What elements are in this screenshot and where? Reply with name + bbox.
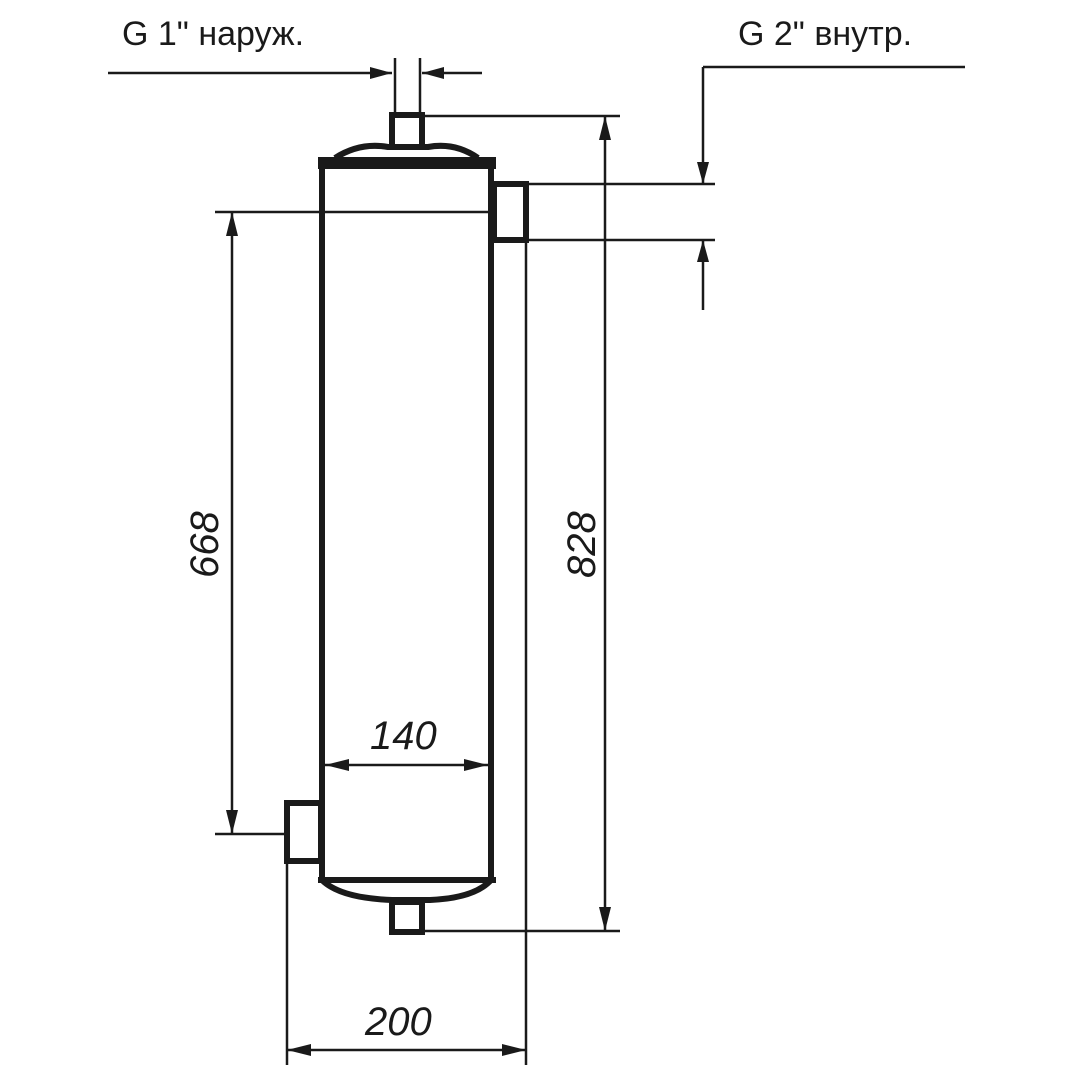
side-nipple-lower (284, 800, 324, 864)
side-nipple-upper (491, 181, 529, 243)
top-nipple (389, 112, 425, 150)
thread-side-label: G 2" внутр. (738, 15, 912, 53)
tank-body (319, 165, 494, 880)
bottom-cap (318, 877, 496, 935)
bottom-nipple (389, 899, 425, 935)
dimension-828 (422, 114, 620, 933)
dimension-828-label: 828 (560, 511, 604, 578)
leader-top-thread (108, 58, 482, 115)
thread-top-label: G 1" наруж. (122, 15, 304, 53)
leader-side-thread (528, 65, 965, 310)
dimension-200 (285, 240, 528, 1065)
dimension-668-label: 668 (183, 511, 227, 578)
dimension-140-label: 140 (370, 714, 437, 758)
dimension-140 (325, 759, 488, 771)
dimension-200-label: 200 (364, 1000, 432, 1044)
dimension-668 (215, 210, 494, 836)
